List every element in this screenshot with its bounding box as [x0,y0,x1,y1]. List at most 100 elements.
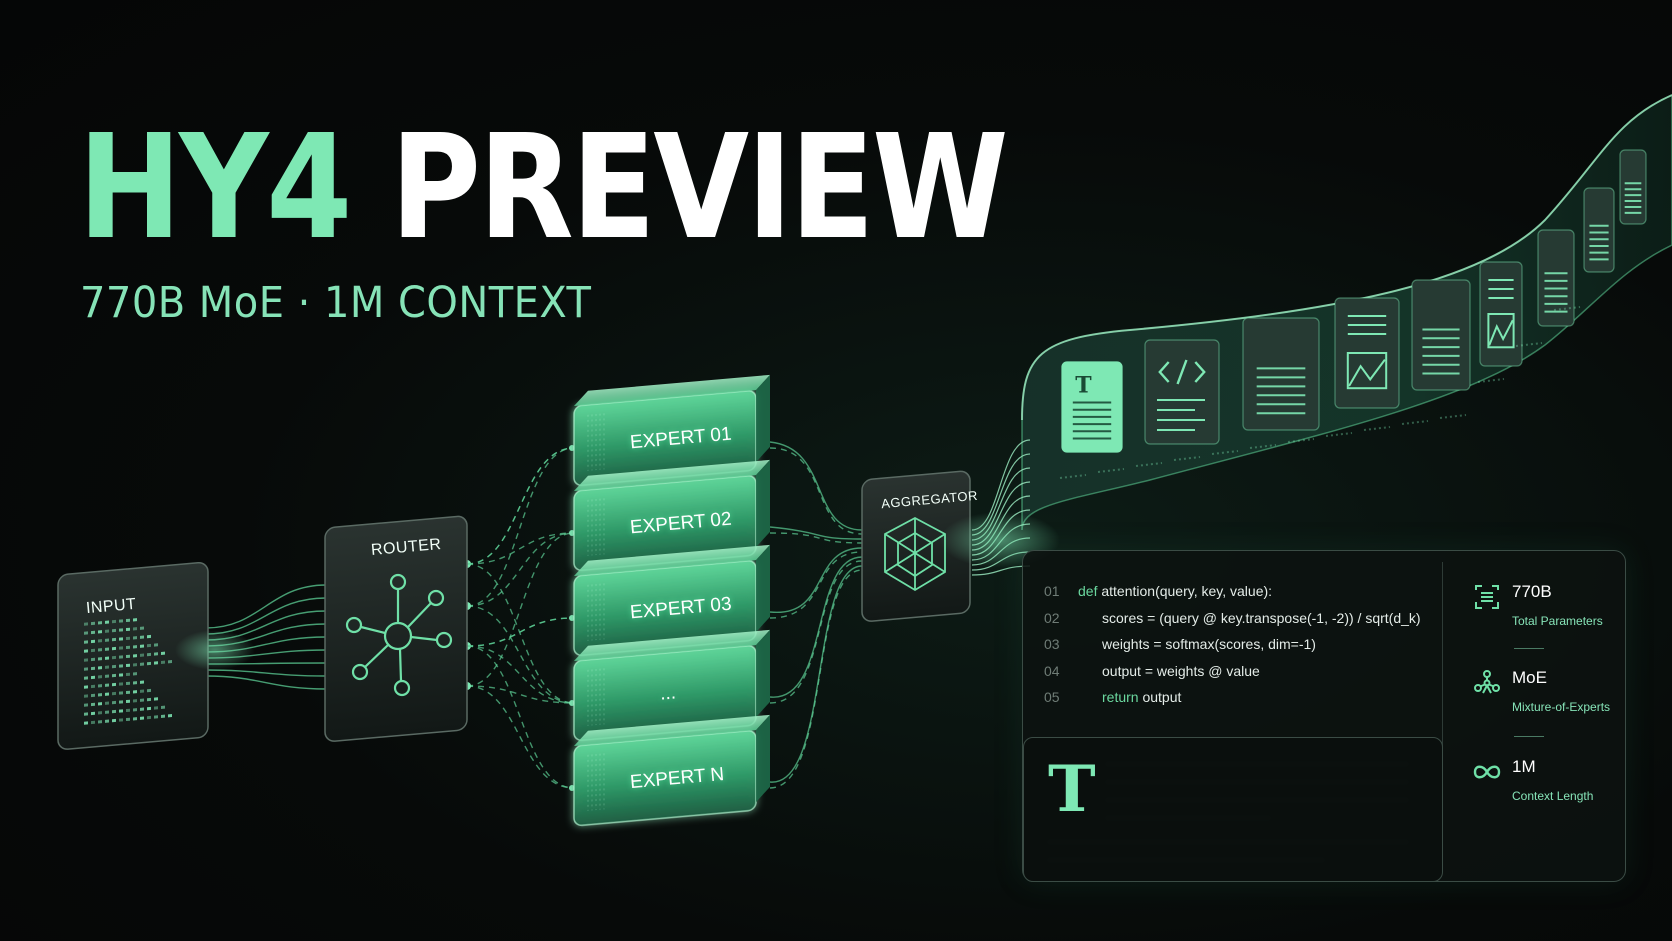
router-expert-link [466,447,575,607]
context-token-stripe [1325,432,1353,437]
token-dot [112,718,116,723]
expert-block [573,629,770,742]
token-dot [140,716,144,720]
token-dot [154,643,158,647]
stat-value: 770B [1512,582,1552,601]
token-dot [112,646,116,651]
token-dot [119,637,123,641]
token-dot [112,628,116,633]
token-dot [161,651,165,655]
subtitle: 770B MoE · 1M CONTEXT [80,278,592,328]
input-glow [175,630,255,670]
token-dot [84,631,88,635]
token-dot [119,619,123,623]
router-expert-link [466,532,575,687]
token-dot [154,706,158,710]
input-router-link [205,597,327,635]
ribbon-document [1242,317,1320,431]
context-token-stripe [1401,420,1429,425]
context-token-stripe [1439,414,1467,419]
token-dot [98,666,102,670]
token-dot [154,715,158,719]
document-card [1023,737,1443,882]
token-dot [105,656,109,660]
ribbon-document [1144,339,1220,445]
token-dot [126,708,130,713]
token-dot [91,621,95,626]
token-dot [84,649,88,653]
token-dot [133,663,137,667]
ribbon-document [1537,229,1575,327]
token-dot [112,619,116,624]
token-dot [91,720,95,725]
token-dot [133,681,137,685]
token-dot [126,699,130,704]
stat-moe: MoE Mixture-of-Experts [1472,668,1622,718]
token-dot [105,665,109,669]
token-dot [140,635,144,639]
token-dot [133,627,137,631]
token-dot [91,675,95,680]
token-dot [98,657,102,661]
token-dot [84,721,88,725]
token-dot [147,715,151,720]
token-dot [105,629,109,633]
token-dot [119,655,123,659]
token-dot [98,630,102,634]
token-dot [133,708,137,712]
token-dot [133,690,137,694]
code-text: output [1142,689,1182,705]
aggregator-icon [884,516,946,592]
token-dot [133,636,137,640]
expert-aggregator-link [769,441,863,531]
context-token-stripe [1515,342,1543,347]
token-dot [98,621,102,625]
token-dot [84,640,88,644]
parameters-icon [1475,585,1499,609]
token-dot [161,714,165,718]
expert-aggregator-link [769,447,863,535]
token-dot [91,702,95,707]
expert-aggregator-link [769,569,863,789]
token-dot [84,676,88,680]
router-expert-link [466,685,575,789]
token-dot [119,646,123,650]
token-dot [91,630,95,635]
expert-block [573,544,770,657]
router-expert-link [466,447,575,565]
router-expert-link [466,645,575,789]
token-dot [147,697,151,702]
token-dot [105,638,109,642]
router-expert-link [466,447,575,565]
token-dot [98,720,102,724]
code-line: 03 weights = softmax(scores, dim=-1) [1044,631,1424,658]
token-dot [168,660,172,664]
line-number: 02 [1044,609,1060,626]
ribbon-documents: T [1059,149,1647,479]
token-dot [140,680,144,684]
context-ribbon: T [1021,94,1672,531]
token-dot [98,693,102,697]
token-dot [126,618,130,623]
ribbon-document [1334,297,1400,409]
ribbon-document [1619,149,1647,225]
ribbon-document [1411,279,1471,391]
token-dot [91,693,95,698]
line-number: 03 [1044,636,1060,652]
code-text: weights = softmax(scores, dim=-1) [1102,636,1316,652]
stat-total-parameters: 770B Total Parameters [1472,582,1622,632]
token-dot [161,705,165,709]
line-number: 05 [1044,689,1060,705]
token-dot [126,663,130,668]
token-dot [147,661,151,666]
token-dot [147,643,151,648]
token-dot [98,639,102,643]
ribbon-document [1583,187,1615,273]
router-expert-link [466,563,575,704]
token-dot [91,639,95,644]
